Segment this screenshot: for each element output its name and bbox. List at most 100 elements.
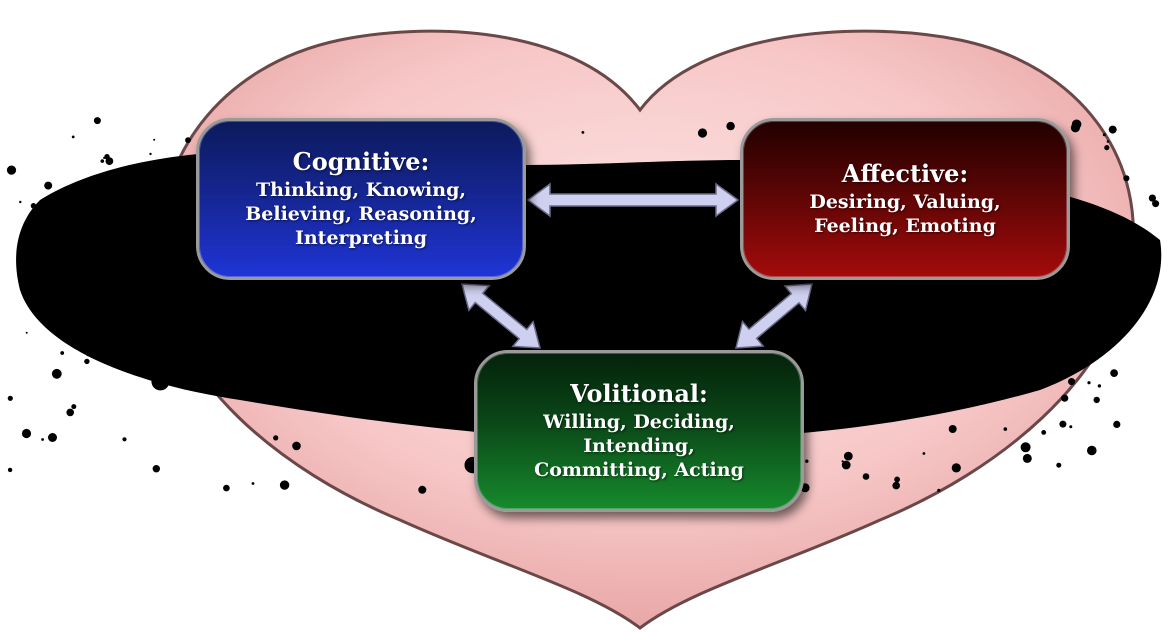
splatter-drop [459, 347, 469, 357]
splatter-drop [767, 281, 770, 285]
splatter-drop [839, 325, 844, 330]
node-volitional: Volitional: Willing, Deciding, Intending… [474, 350, 804, 512]
splatter-drop [151, 372, 170, 391]
splatter-drop [1113, 420, 1121, 428]
splatter-drop [1022, 453, 1032, 463]
splatter-drop [684, 182, 693, 192]
splatter-drop [389, 318, 396, 326]
splatter-drop [858, 302, 867, 310]
splatter-drop [84, 253, 91, 260]
splatter-drop [41, 438, 44, 441]
splatter-drop [851, 312, 859, 320]
splatter-drop [1110, 369, 1118, 377]
splatter-drop [626, 164, 633, 172]
splatter-drop [1029, 370, 1038, 379]
splatter-drop [736, 313, 743, 320]
splatter-drop [326, 370, 330, 375]
splatter-drop [621, 283, 631, 293]
splatter-drop [1086, 267, 1095, 275]
splatter-drop [1123, 175, 1130, 182]
splatter-drop [1097, 384, 1102, 388]
splatter-drop [843, 451, 853, 461]
splatter-drop [862, 473, 870, 480]
splatter-drop [30, 203, 37, 209]
splatter-drop [882, 331, 886, 335]
splatter-drop [731, 174, 741, 185]
splatter-drop [804, 351, 807, 354]
splatter-drop [842, 309, 850, 318]
splatter-drop [997, 363, 1008, 373]
splatter-drop [989, 323, 991, 326]
splatter-drop [60, 351, 65, 355]
splatter-drop [149, 152, 152, 156]
splatter-drop [251, 482, 255, 485]
splatter-drop [841, 460, 851, 470]
splatter-drop [25, 331, 28, 334]
splatter-drop [729, 330, 740, 341]
splatter-drop [71, 135, 75, 139]
splatter-drop [169, 239, 176, 246]
splatter-drop [577, 164, 581, 168]
splatter-drop [1152, 200, 1160, 208]
splatter-drop [1102, 133, 1106, 137]
splatter-drop [1148, 194, 1156, 202]
splatter-drop [892, 481, 900, 490]
splatter-drop [711, 324, 721, 335]
splatter-drop [639, 292, 660, 313]
splatter-drop [1106, 140, 1110, 143]
splatter-drop [66, 285, 74, 292]
node-volitional-title: Volitional: [570, 379, 708, 408]
splatter-drop [152, 465, 160, 473]
splatter-drop [189, 246, 198, 255]
splatter-drop [223, 484, 230, 492]
splatter-drop [112, 358, 118, 364]
splatter-drop [635, 270, 643, 277]
splatter-drop [597, 341, 606, 349]
splatter-drop [664, 179, 669, 184]
splatter-drop [273, 435, 279, 441]
splatter-drop [536, 231, 541, 236]
splatter-drop [1061, 394, 1069, 402]
splatter-drop [951, 463, 961, 473]
splatter-drop [100, 159, 105, 163]
splatter-drop [300, 350, 306, 356]
splatter-drop [1138, 299, 1143, 304]
splatter-drop [894, 476, 900, 483]
node-affective-line-1: Desiring, Valuing, [809, 191, 1001, 213]
splatter-drop [44, 181, 53, 190]
node-volitional-line-1: Willing, Deciding, [543, 411, 735, 433]
splatter-drop [104, 232, 112, 240]
splatter-drop [1069, 425, 1073, 429]
splatter-drop [124, 232, 134, 242]
splatter-drop [1104, 145, 1110, 151]
splatter-drop [418, 485, 427, 494]
splatter-drop [474, 357, 477, 360]
splatter-drop [6, 165, 17, 175]
splatter-drop [1108, 125, 1117, 134]
splatter-drop [509, 300, 519, 310]
splatter-drop [962, 380, 979, 398]
splatter-drop [97, 272, 102, 277]
splatter-drop [1056, 462, 1062, 468]
splatter-drop [321, 371, 332, 382]
node-cognitive-title: Cognitive: [292, 147, 430, 176]
splatter-drop [937, 488, 941, 492]
splatter-drop [682, 250, 688, 256]
splatter-drop [110, 275, 114, 278]
splatter-drop [1003, 427, 1008, 431]
splatter-drop [221, 319, 226, 324]
splatter-drop [153, 138, 156, 141]
splatter-drop [948, 425, 957, 433]
splatter-drop [292, 441, 301, 451]
splatter-drop [891, 329, 900, 338]
splatter-drop [944, 293, 953, 302]
splatter-drop [1087, 381, 1091, 385]
splatter-drop [805, 459, 809, 463]
splatter-drop [134, 346, 150, 363]
splatter-drop [1041, 430, 1047, 435]
splatter-drop [161, 159, 171, 170]
splatter-drop [343, 370, 346, 373]
splatter-drop [21, 428, 32, 439]
splatter-drop [137, 182, 145, 189]
